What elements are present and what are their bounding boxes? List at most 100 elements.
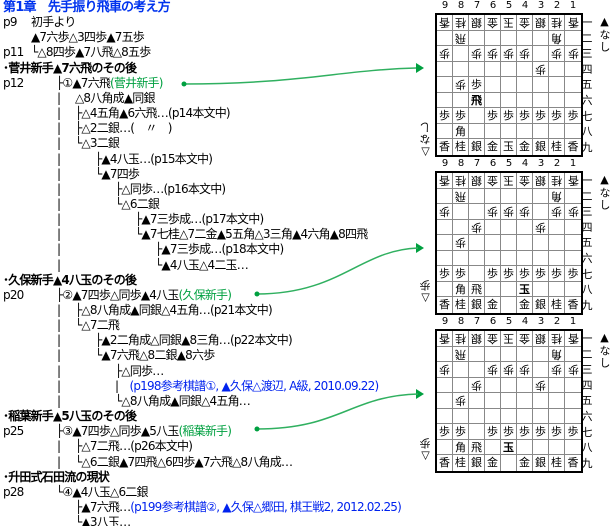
gote-piece: 歩 bbox=[487, 363, 498, 376]
file-number: 3 bbox=[537, 0, 545, 11]
sente-piece: 香 bbox=[439, 140, 450, 153]
board-square: 歩 bbox=[565, 266, 581, 282]
board-square: 香 bbox=[565, 331, 581, 347]
board-square: 金 bbox=[517, 455, 533, 471]
board-square bbox=[565, 235, 581, 251]
gote-piece: 歩 bbox=[471, 47, 482, 60]
sente-piece: 歩 bbox=[487, 109, 498, 122]
tree-connector: | bbox=[57, 318, 61, 332]
board-square bbox=[501, 393, 517, 409]
board-square bbox=[485, 346, 501, 362]
move-line: ├▲7六飛…(p199参考棋譜②, ▲久保△郷田, 棋王戦2, 2012.02.… bbox=[75, 500, 402, 515]
move-text: └△6二銀 bbox=[115, 197, 160, 211]
board-square: 香 bbox=[565, 139, 581, 155]
board-square bbox=[533, 281, 549, 297]
move-text: └△7二飛 bbox=[75, 318, 120, 332]
board-square: 銀 bbox=[533, 173, 549, 189]
gote-piece: 香 bbox=[439, 16, 450, 29]
move-line: └▲7六飛△8二銀▲8六歩 bbox=[95, 348, 215, 363]
gote-piece: 歩 bbox=[535, 378, 546, 392]
file-number: 7 bbox=[473, 158, 481, 169]
board-square bbox=[533, 46, 549, 62]
move-text: ├△8八角成▲同銀△4五角…(p21本文中) bbox=[75, 303, 273, 317]
sente-piece: 飛 bbox=[471, 93, 482, 107]
board-square bbox=[437, 346, 453, 362]
board-square: 歩 bbox=[437, 424, 453, 440]
sente-piece: 銀 bbox=[471, 140, 482, 153]
sente-piece: 歩 bbox=[503, 425, 514, 438]
gote-piece: 桂 bbox=[551, 174, 562, 187]
gote-piece: 香 bbox=[567, 332, 579, 345]
gote-piece: 歩 bbox=[487, 47, 498, 60]
tree-connector: | bbox=[57, 182, 61, 196]
board-square: 桂 bbox=[453, 173, 469, 189]
move-line: ├▲7三歩成…(p17本文中) bbox=[135, 212, 264, 227]
tree-connector: | bbox=[57, 394, 61, 408]
link-dot-2 bbox=[254, 291, 260, 297]
sente-piece: 桂 bbox=[551, 456, 562, 469]
rank-number: 二 bbox=[581, 31, 593, 45]
rank-number: 五 bbox=[581, 394, 593, 408]
gote-piece: 歩 bbox=[535, 62, 546, 76]
reference-game-link[interactable]: (p199参考棋譜②, ▲久保△郷田, 棋王戦2, 2012.02.25) bbox=[130, 500, 402, 514]
gote-piece: 飛 bbox=[455, 347, 466, 361]
board-square: 歩 bbox=[517, 362, 533, 378]
shogi-board-3: 香桂銀金玉金銀桂香飛角歩歩歩歩歩歩歩歩歩歩歩歩歩歩歩歩歩角飛玉香桂銀金金銀桂香 bbox=[435, 329, 583, 473]
link-arrow-icon bbox=[416, 389, 424, 399]
board-square bbox=[437, 77, 453, 93]
move-line: ├②▲7四歩△同歩▲4八玉(久保新手) bbox=[56, 288, 232, 303]
reference-game-link[interactable]: (p198参考棋譜①, ▲久保△渡辺, A級, 2010.09.22) bbox=[129, 379, 379, 393]
board-square bbox=[469, 408, 485, 424]
file-number: 7 bbox=[473, 0, 481, 11]
gote-piece: 歩 bbox=[551, 205, 562, 218]
board-square bbox=[437, 235, 453, 251]
board-square: 角 bbox=[453, 281, 469, 297]
move-text: ├△7二飛…(p26本文中) bbox=[75, 439, 193, 453]
board-square bbox=[565, 251, 581, 266]
move-line: └▲3八玉… bbox=[75, 515, 131, 526]
board-square: 歩 bbox=[485, 266, 501, 282]
gote-piece: 銀 bbox=[471, 174, 482, 187]
board-square: 歩 bbox=[501, 204, 517, 220]
board-square: 飛 bbox=[469, 281, 485, 297]
board-square: 銀 bbox=[533, 455, 549, 471]
link-curve-1 bbox=[183, 67, 417, 85]
board-square: 歩 bbox=[469, 46, 485, 62]
board-square: 玉 bbox=[501, 331, 517, 347]
board-square bbox=[437, 250, 453, 266]
rank-number: 三 bbox=[581, 47, 593, 61]
sente-piece: 歩 bbox=[535, 267, 546, 280]
board-square bbox=[469, 188, 485, 204]
page-ref: p9 bbox=[3, 15, 17, 29]
board-square: 歩 bbox=[549, 266, 565, 282]
move-text: └▲3八玉… bbox=[75, 515, 131, 526]
sente-piece: 歩 bbox=[551, 425, 562, 438]
gote-piece: 歩 bbox=[567, 47, 579, 60]
rank-number: 八 bbox=[581, 283, 593, 297]
board-square bbox=[565, 220, 581, 235]
move-text: ├①▲7六飛 bbox=[56, 76, 111, 90]
novelty-label: (稲葉新手) bbox=[178, 424, 232, 438]
board-square: 飛 bbox=[469, 92, 485, 108]
rank-number: 九 bbox=[581, 140, 593, 154]
move-line: ├△8八角成▲同銀△4五角…(p21本文中) bbox=[75, 303, 273, 318]
file-number: 9 bbox=[441, 316, 449, 327]
gote-piece: 飛 bbox=[455, 189, 466, 203]
board-square: 銀 bbox=[533, 331, 549, 347]
move-text: └△8四歩▲7八飛△8五歩 bbox=[31, 45, 151, 59]
file-number: 7 bbox=[473, 316, 481, 327]
board-square: 角 bbox=[453, 123, 469, 139]
move-text: ├△同歩…(p16本文中) bbox=[115, 182, 226, 196]
sente-hand: ▲なし bbox=[598, 15, 611, 53]
sente-piece: 金 bbox=[487, 456, 498, 469]
rank-number: 六 bbox=[581, 409, 593, 423]
gote-piece: 角 bbox=[551, 189, 562, 203]
board-square bbox=[517, 439, 533, 455]
board-square: 歩 bbox=[485, 46, 501, 62]
move-text: ├▲7六飛… bbox=[75, 500, 131, 514]
board-square bbox=[453, 362, 469, 378]
board-square bbox=[485, 408, 501, 424]
sente-piece: 銀 bbox=[471, 456, 482, 469]
rank-numbers: 一二三四五六七八九 bbox=[581, 173, 593, 313]
board-square: 角 bbox=[549, 30, 565, 46]
